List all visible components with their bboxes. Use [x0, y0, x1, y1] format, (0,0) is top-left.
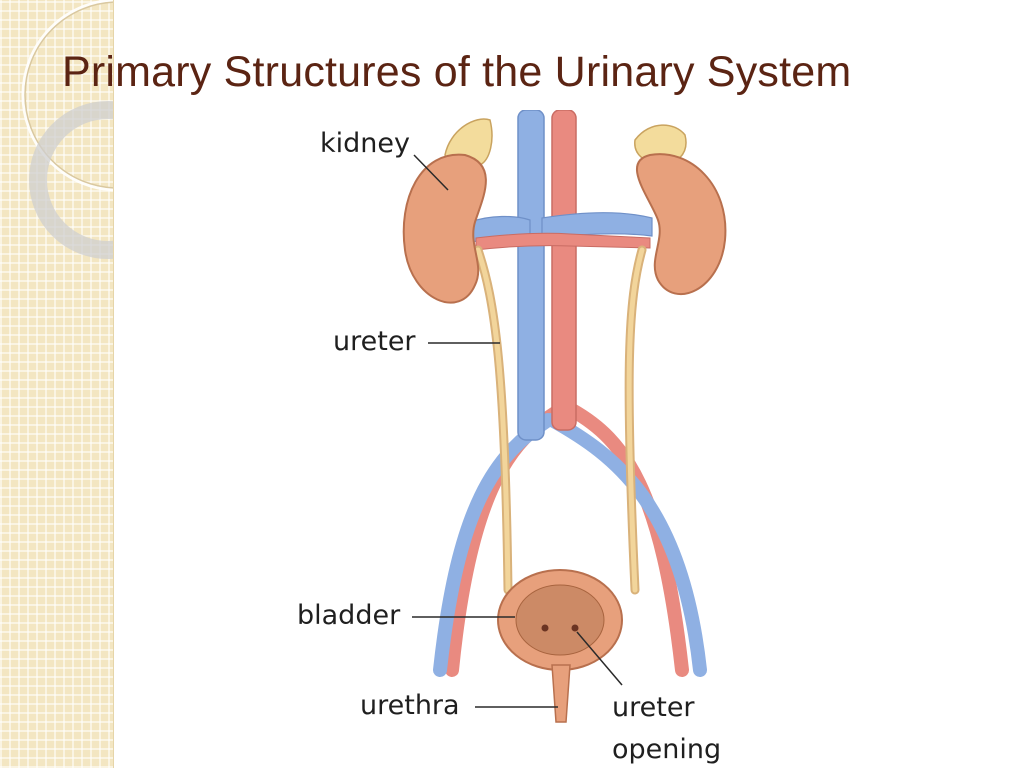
ureter-label: ureter: [333, 326, 416, 357]
decorative-sidebar: [0, 0, 114, 768]
vena-cava: [517, 110, 545, 441]
right-ureter-opening: [571, 624, 579, 632]
kidney-label: kidney: [320, 128, 410, 159]
right-ureter-core: [626, 247, 645, 593]
urinary-system-diagram: [402, 110, 727, 723]
decorative-rings: [21, 0, 113, 259]
ureter-opening-leader-line: [576, 631, 623, 686]
right-iliac-vein: [545, 413, 707, 677]
left-kidney: [402, 153, 487, 304]
right-kidney: [636, 153, 727, 296]
aorta: [551, 110, 577, 431]
ureter-opening-label-line2: opening: [612, 734, 722, 765]
bladder-label: bladder: [297, 600, 401, 631]
slide-title: Primary Structures of the Urinary System: [62, 48, 852, 96]
kidney-leader-line: [413, 154, 449, 191]
bladder-interior: [515, 584, 605, 656]
renal-artery: [475, 232, 651, 251]
left-ureter-core: [475, 247, 511, 593]
urethra: [551, 664, 571, 723]
left-ureter-opening: [541, 624, 549, 632]
ureter-opening-label-line1: ureter: [612, 692, 695, 723]
urethra-label: urethra: [360, 690, 460, 721]
